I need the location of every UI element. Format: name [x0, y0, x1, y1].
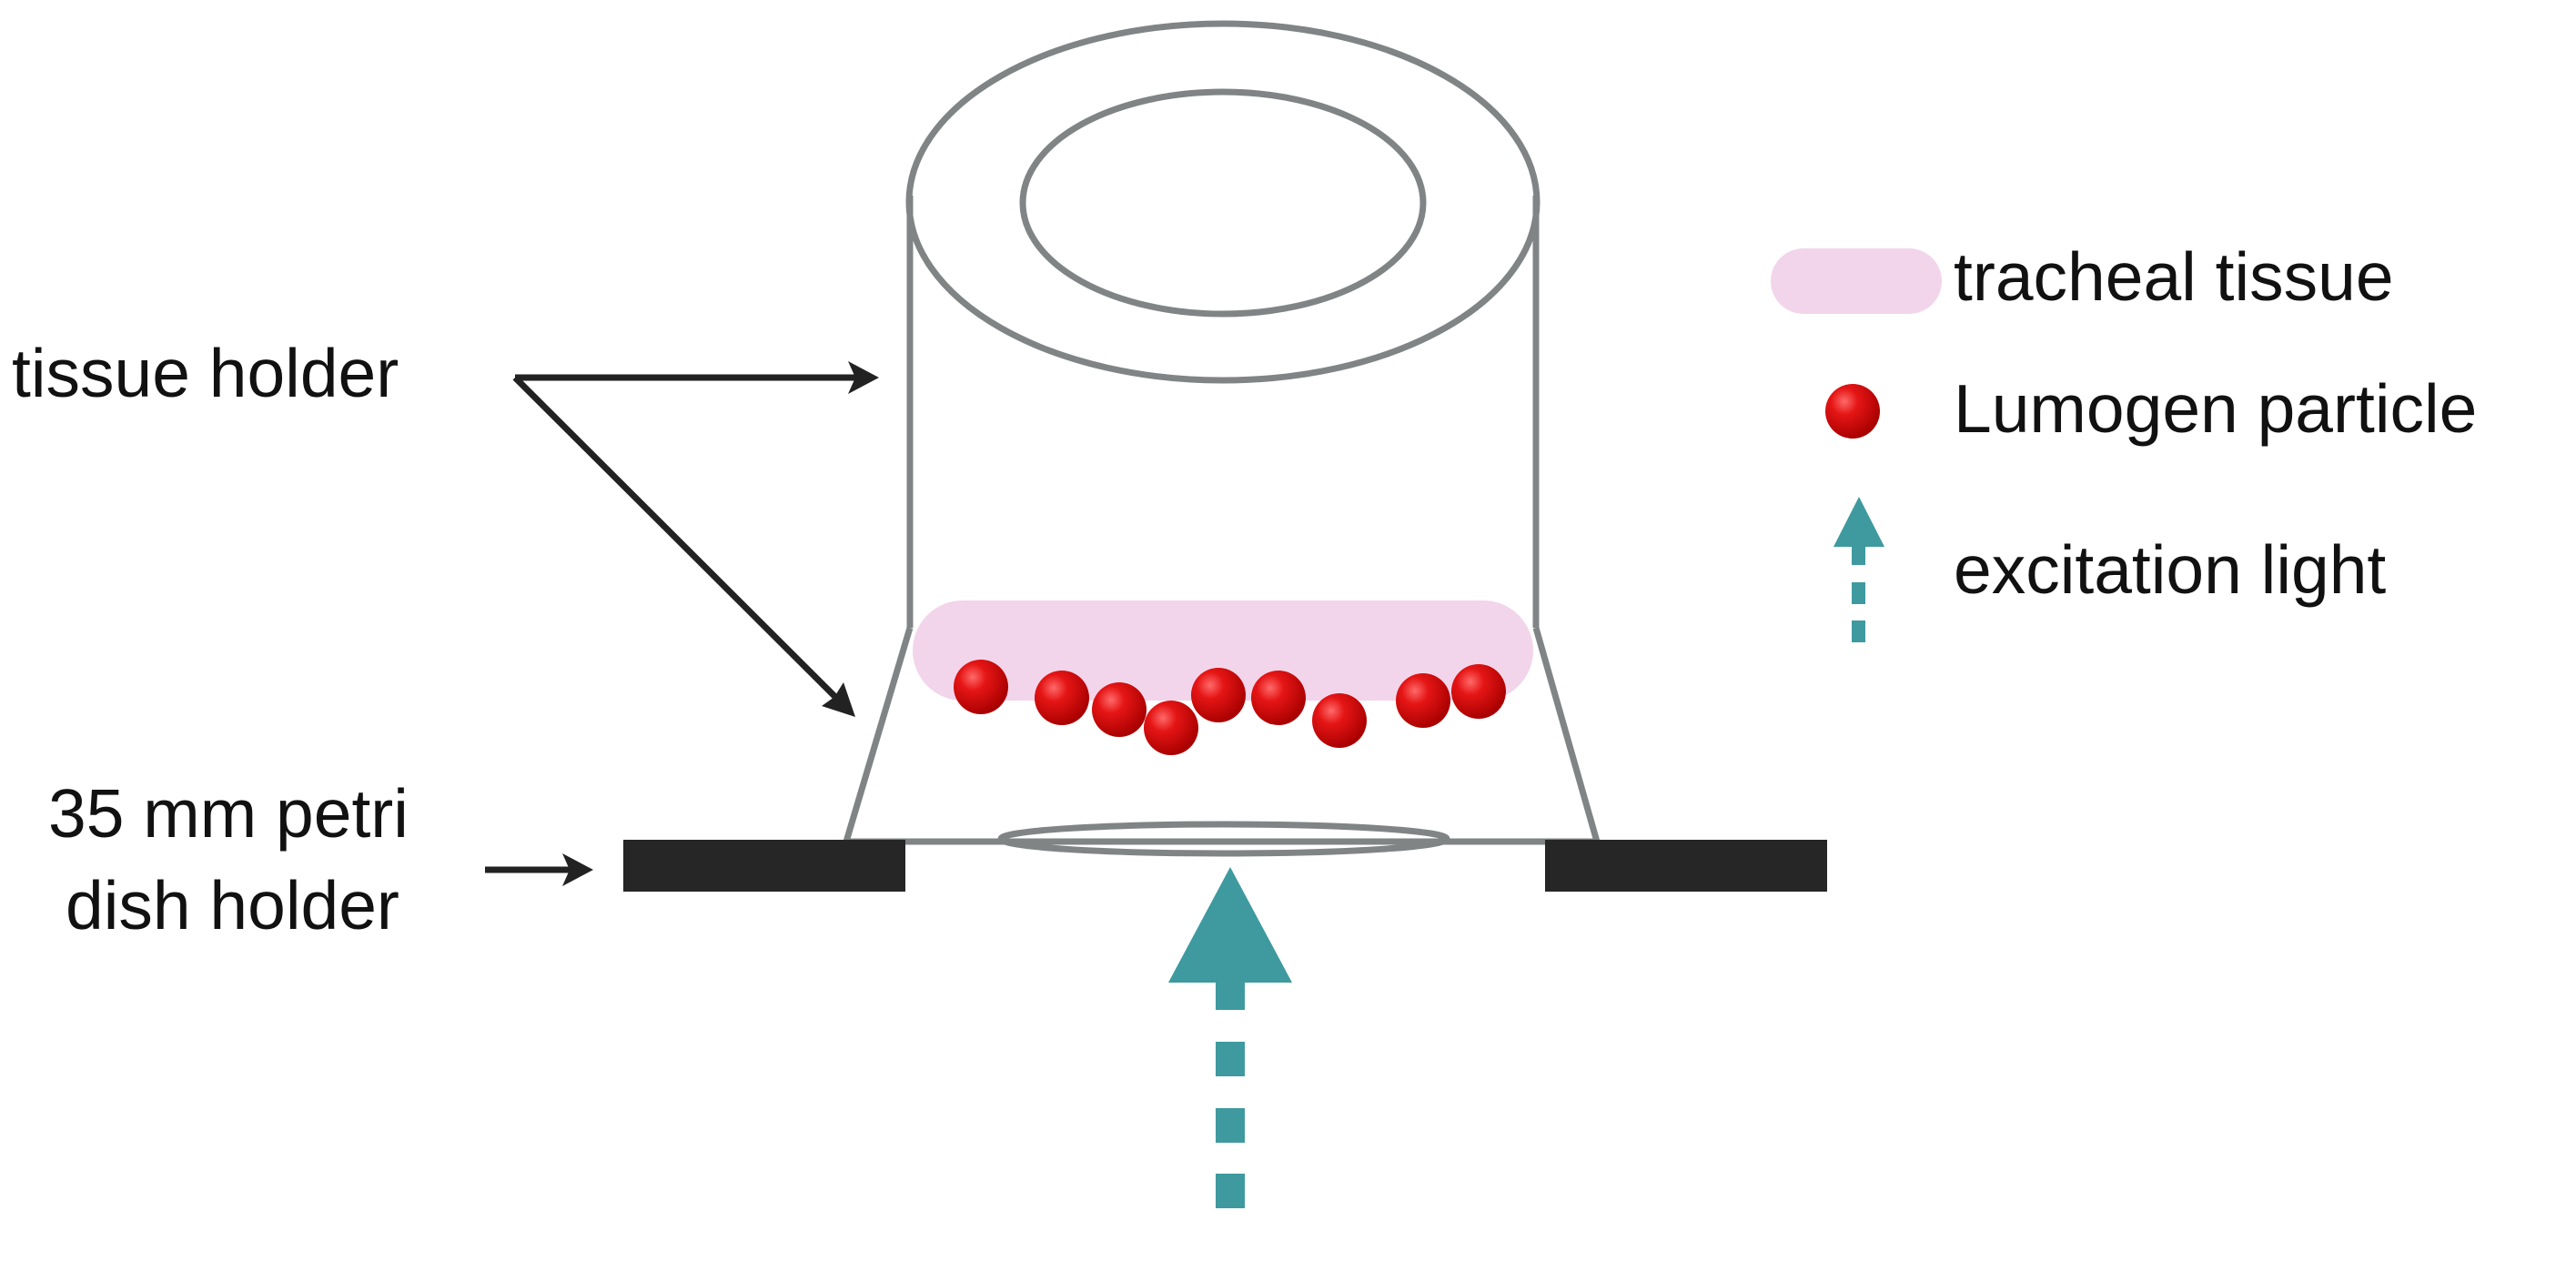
lumogen-particle — [1191, 668, 1246, 722]
legend-arrow-dash — [1852, 547, 1865, 565]
petri-dish-holder-left — [623, 840, 905, 892]
legend-arrow-head-icon — [1834, 497, 1884, 547]
lumogen-particle — [1251, 671, 1306, 725]
arrow-head-icon — [562, 853, 593, 886]
legend-tracheal-tissue-swatch — [1771, 248, 1942, 314]
excitation-arrow-dash — [1216, 1174, 1245, 1208]
lumogen-particle — [1144, 701, 1198, 755]
legend-lumogen-particle-label: Lumogen particle — [1954, 370, 2477, 447]
lumogen-particle — [954, 660, 1008, 714]
legend-arrow-dash — [1852, 620, 1865, 642]
legend-tracheal-tissue-label: tracheal tissue — [1954, 238, 2394, 315]
pointer-arrows — [485, 361, 879, 886]
holder-left-cone — [843, 627, 914, 842]
excitation-arrow-dash — [1216, 1042, 1245, 1076]
holder-right-cone — [1532, 627, 1601, 842]
lumogen-particle — [1451, 664, 1506, 719]
excitation-arrow-head — [1168, 867, 1292, 983]
legend: tracheal tissue Lumogen particle excitat… — [1771, 238, 2477, 642]
arrow-head-icon — [848, 361, 879, 394]
lumogen-particle — [1396, 673, 1450, 728]
petri-dish-holder-label-line2: dish holder — [66, 867, 399, 943]
tissue-holder-label: tissue holder — [12, 335, 399, 411]
petri-dish-holder-right — [1545, 840, 1827, 892]
tissue-holder — [843, 20, 1601, 857]
legend-arrow-dash — [1852, 582, 1865, 604]
holder-top-inner-rim — [1019, 88, 1427, 318]
legend-lumogen-particle-swatch — [1825, 384, 1880, 439]
holder-base-window — [997, 821, 1450, 857]
petri-dish-holder-label-line1: 35 mm petri — [48, 775, 409, 852]
excitation-light-arrow — [1168, 867, 1292, 1208]
lumogen-particle — [1035, 671, 1089, 725]
tissue-holder-pointer-lower — [512, 375, 840, 701]
legend-excitation-light-swatch — [1834, 497, 1884, 642]
petri-dish-holder — [623, 840, 1827, 892]
lumogen-particles — [954, 660, 1506, 755]
excitation-arrow-dash — [1216, 983, 1245, 1010]
legend-excitation-light-label: excitation light — [1954, 531, 2386, 608]
lumogen-particle — [1092, 682, 1147, 737]
excitation-arrow-dash — [1216, 1108, 1245, 1143]
arrow-head-icon — [822, 682, 855, 717]
holder-top-outer-rim — [905, 20, 1541, 384]
lumogen-particle — [1312, 693, 1367, 748]
